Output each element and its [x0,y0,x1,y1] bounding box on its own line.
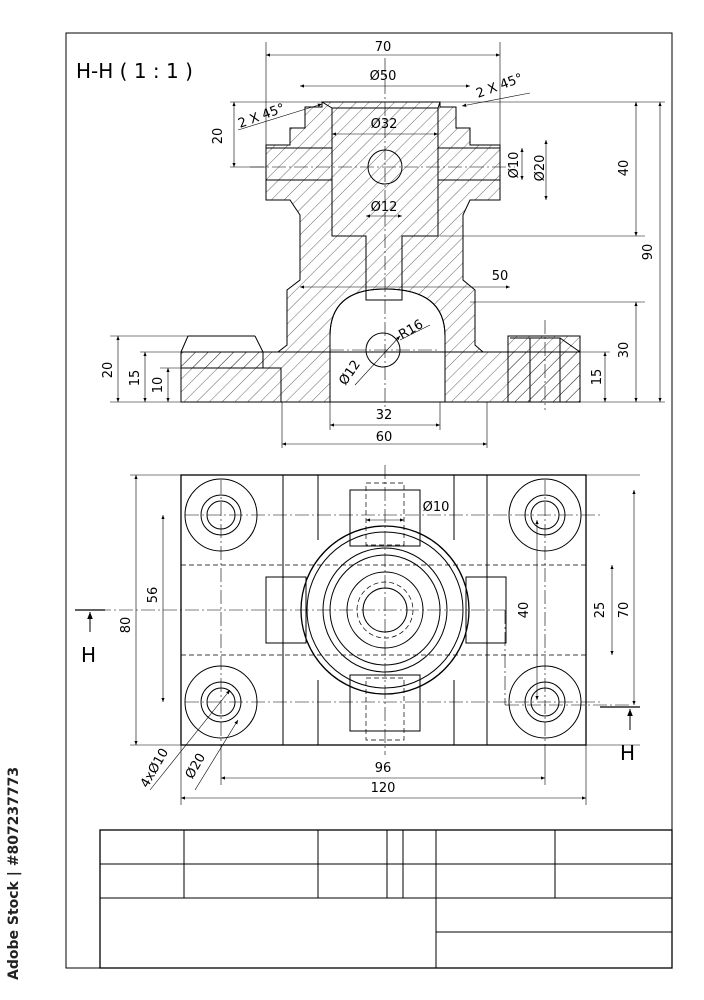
dim-80: 80 [119,617,134,634]
dim-base-15: 15 [128,370,143,387]
dim-base-20: 20 [101,362,116,379]
dim-plan-dia10: Ø10 [423,500,450,515]
dim-top-20: 20 [211,128,226,145]
dim-plan-70: 70 [617,602,632,619]
dim-32: 32 [376,408,393,423]
dim-50: 50 [492,269,509,284]
dim-96: 96 [375,761,392,776]
dim-dia10: Ø10 [507,152,522,179]
stock-credit: Adobe Stock | #807237773 [6,766,22,980]
section-view [110,42,665,448]
dim-plan-40: 40 [517,602,532,619]
dim-dia50: Ø50 [370,69,397,84]
dim-40: 40 [617,160,632,177]
plan-view [75,465,640,805]
dim-base-10: 10 [151,377,166,394]
dim-120: 120 [371,781,396,796]
dim-30: 30 [617,342,632,359]
dim-dia20: Ø20 [533,155,548,182]
dim-chamfer-left: 2 X 45° [236,101,287,132]
dim-dia12-vert: Ø12 [371,200,398,215]
dim-right-15: 15 [590,369,605,386]
dim-56: 56 [146,587,161,604]
dim-r16: R16 [396,317,426,343]
section-marker-right: H [620,741,635,765]
dim-chamfer-right: 2 X 45° [474,71,525,102]
dim-60: 60 [376,430,393,445]
section-title: H-H ( 1 : 1 ) [76,59,193,83]
dim-dia12-arch: Ø12 [336,358,364,389]
dim-90: 90 [641,244,656,261]
dim-25: 25 [593,602,608,619]
dim-70: 70 [375,40,392,55]
dim-dia32: Ø32 [371,117,398,132]
section-marker-left: H [81,643,96,667]
dim-dia20-cbore: Ø20 [183,751,209,782]
title-block [99,829,673,969]
